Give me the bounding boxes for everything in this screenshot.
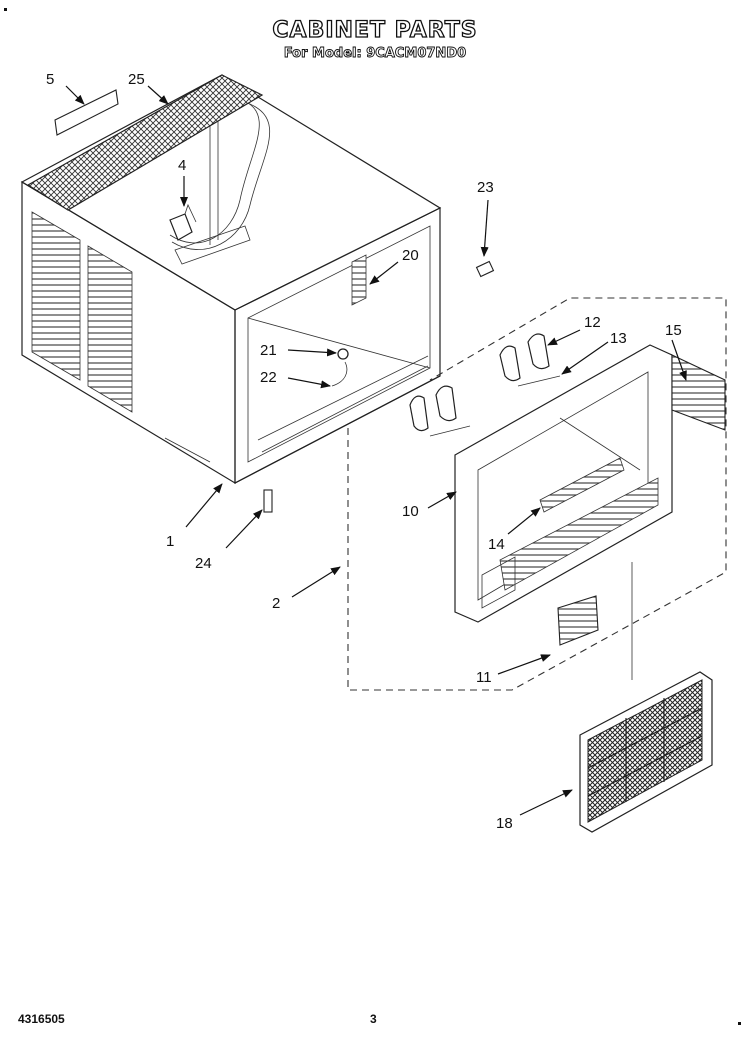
callout-12: 12 — [584, 314, 601, 331]
document-number: 4316505 — [18, 1012, 65, 1026]
leader-arrows — [65, 85, 687, 816]
callout-21: 21 — [260, 342, 277, 359]
corner-mark-top-left — [4, 8, 7, 11]
callout-15: 15 — [665, 322, 682, 339]
callout-23: 23 — [477, 179, 494, 196]
hinge-left-pair — [409, 385, 471, 437]
top-mesh-strip — [26, 74, 264, 211]
model-subtitle: For Model: 9CACM07ND0 — [283, 46, 467, 62]
side-louver — [671, 354, 726, 431]
cabinet-shell — [20, 74, 442, 485]
corner-mark-bottom-right — [738, 1022, 741, 1025]
screw — [475, 260, 495, 278]
page-number: 3 — [370, 1012, 377, 1026]
cabinet-clip — [263, 489, 273, 513]
callout-11: 11 — [476, 669, 492, 686]
control-door — [557, 595, 599, 646]
callout-18: 18 — [496, 815, 513, 832]
front-grille — [454, 344, 673, 623]
air-filter — [579, 671, 713, 833]
page-title: CABINET PARTS — [272, 17, 478, 43]
callout-2: 2 — [272, 595, 280, 612]
spring-clip — [331, 361, 348, 387]
mounting-bracket — [169, 203, 197, 241]
nut — [337, 348, 349, 360]
callout-10: 10 — [402, 503, 419, 520]
callout-20: 20 — [402, 247, 419, 264]
hinge-right-pair — [499, 333, 561, 387]
callout-13: 13 — [610, 330, 627, 347]
callout-24: 24 — [195, 555, 212, 572]
callout-1: 1 — [166, 533, 174, 550]
label-plate — [54, 89, 119, 136]
callout-22: 22 — [260, 369, 277, 386]
front-assembly-boundary — [347, 297, 727, 691]
callout-5: 5 — [46, 71, 54, 88]
callout-25: 25 — [128, 71, 145, 88]
callout-4: 4 — [178, 157, 186, 174]
callout-14: 14 — [488, 536, 505, 553]
